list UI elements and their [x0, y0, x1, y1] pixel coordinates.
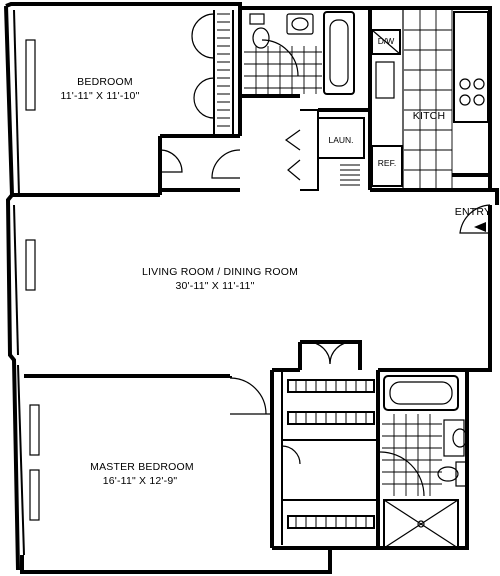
living-partitions	[24, 190, 490, 378]
refrigerator-name: REF.	[378, 158, 396, 168]
living-dims: 30'-11" X 11'-11"	[175, 280, 254, 292]
laundry-closet	[284, 108, 372, 191]
master-dims: 16'-11" X 12'-9"	[103, 475, 178, 487]
dishwasher-name: D/W	[378, 36, 395, 46]
kitchen	[368, 8, 490, 192]
bedroom-closet-rod	[217, 13, 230, 127]
entry-arrow-icon	[474, 222, 486, 232]
master-closets	[281, 379, 378, 529]
master-bath	[379, 375, 468, 549]
foyer-closet-doors	[307, 341, 353, 365]
master-name: MASTER BEDROOM	[90, 461, 194, 473]
entry-label: ENTRY	[455, 206, 491, 218]
master-entry-door	[229, 377, 272, 415]
bedroom-dims: 11'-11" X 11'-10"	[60, 90, 139, 102]
kitchen-name: KITCH	[413, 110, 446, 122]
bedroom-closet-doors	[191, 13, 215, 119]
bedroom-entry-doors	[159, 149, 241, 179]
living-name: LIVING ROOM / DINING ROOM	[142, 266, 298, 278]
hall-bath	[240, 6, 372, 98]
laundry-name: LAUN.	[328, 135, 353, 145]
entry-door	[459, 204, 492, 260]
bedroom-name: BEDROOM	[77, 76, 133, 88]
master-suite-walls	[270, 340, 380, 550]
bedroom-walls	[12, 8, 242, 197]
left-windows	[25, 39, 40, 521]
